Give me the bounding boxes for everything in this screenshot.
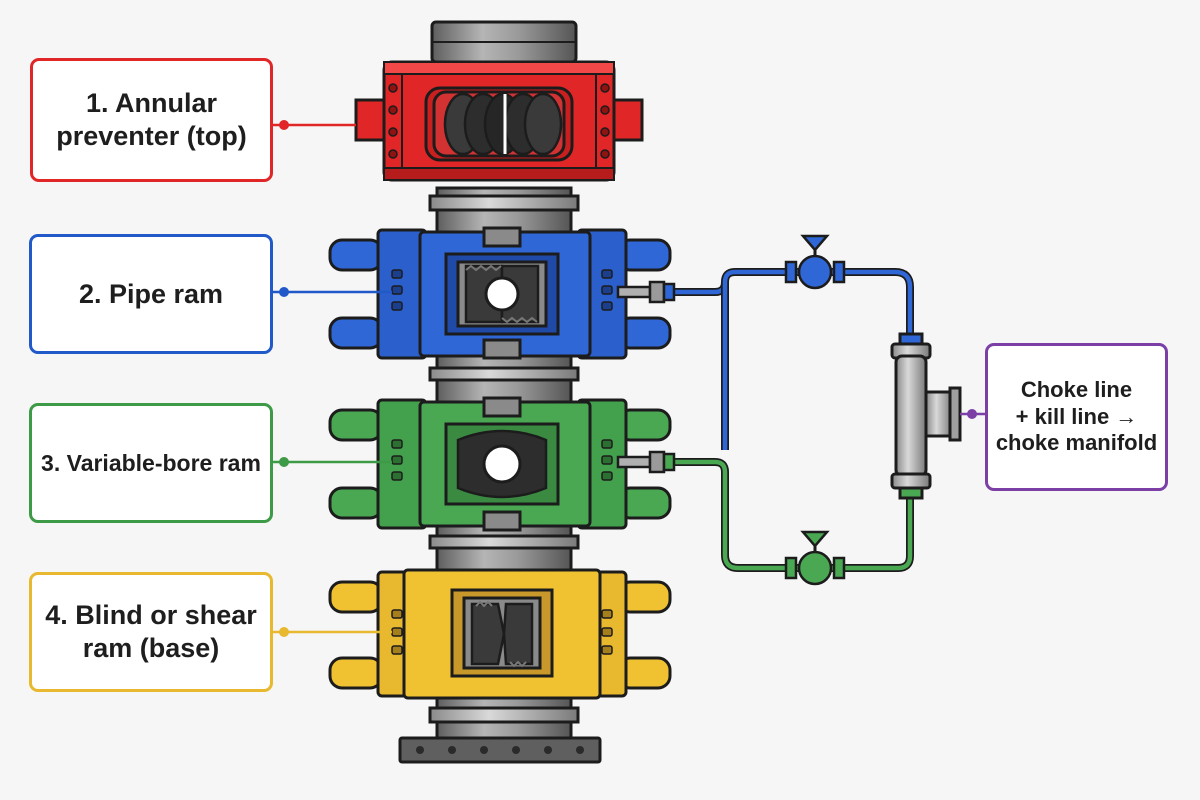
leader-lines: [273, 120, 985, 637]
valve-green-icon: [784, 530, 846, 586]
annular-bolts: [388, 83, 610, 159]
annular-element-icon: [443, 92, 563, 156]
callout-pipe-ram: 2. Pipe ram: [29, 234, 273, 354]
kill-line-blue: [664, 268, 914, 450]
callout-annular-preventer: 1. Annular preventer (top): [30, 58, 273, 182]
base-plate: [398, 736, 602, 764]
side-outlet-pipe-ram: [616, 280, 676, 304]
callout-choke-line: Choke line + kill line → choke manifold: [985, 343, 1168, 491]
valve-blue-icon: [784, 234, 846, 290]
blind-shear-ram-block-icon: [470, 600, 534, 668]
pipe-ram-block-icon: [464, 264, 540, 324]
variable-bore-ram-block-icon: [456, 429, 548, 499]
choke-tee-icon: [890, 332, 962, 500]
blind-shear-ram-bolts: [391, 609, 613, 655]
callout-blind-shear-ram: 4. Blind or shear ram (base): [29, 572, 273, 692]
choke-line-green: [664, 458, 914, 572]
callout-variable-bore-ram: 3. Variable-bore ram: [29, 403, 273, 523]
variable-bore-ram-bolts: [391, 439, 613, 481]
side-outlet-vbr: [616, 450, 676, 474]
pipe-ram-bolts: [391, 269, 613, 311]
